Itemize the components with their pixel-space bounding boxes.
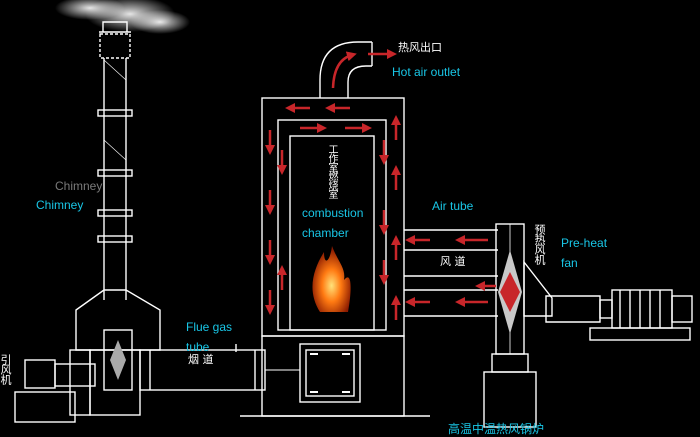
label-induced-fan-cn: 引风机 [0, 354, 12, 384]
label-hot-air-outlet-cn: 热风出口 [398, 41, 442, 54]
label-bottom-title-cn: 高温中温热风锅炉 [448, 422, 545, 436]
label-combustion-chamber-en: combustion chamber [302, 206, 364, 240]
label-preheat-fan-cn: 预热风机 [533, 224, 546, 264]
internal-flow-arrows [265, 103, 401, 320]
flue-gas-tube [139, 344, 300, 391]
label-air-tube-en: Air tube [432, 199, 474, 213]
induced-fan [14, 329, 133, 423]
flame [312, 246, 351, 312]
label-hot-air-outlet-en: Hot air outlet [392, 65, 461, 79]
hot-air-outlet-pipe [319, 41, 397, 98]
preheat-fan [483, 223, 693, 428]
chimney-smoke [55, 0, 190, 34]
label-preheat-fan-en: Pre-heat fan [561, 236, 608, 270]
chimney [69, 21, 161, 416]
label-chimney-shadow: Chimney [55, 179, 103, 193]
label-flue-gas-tube-en: Flue gas tube [186, 320, 233, 354]
label-air-duct-cn: 风 道 [440, 255, 466, 268]
label-flue-duct-cn: 烟 道 [188, 353, 214, 366]
label-work-chamber-cn: 工作室燃烧室 [326, 144, 337, 198]
label-chimney-en: Chimney [36, 198, 84, 212]
duct-flow-arrows [405, 235, 496, 307]
